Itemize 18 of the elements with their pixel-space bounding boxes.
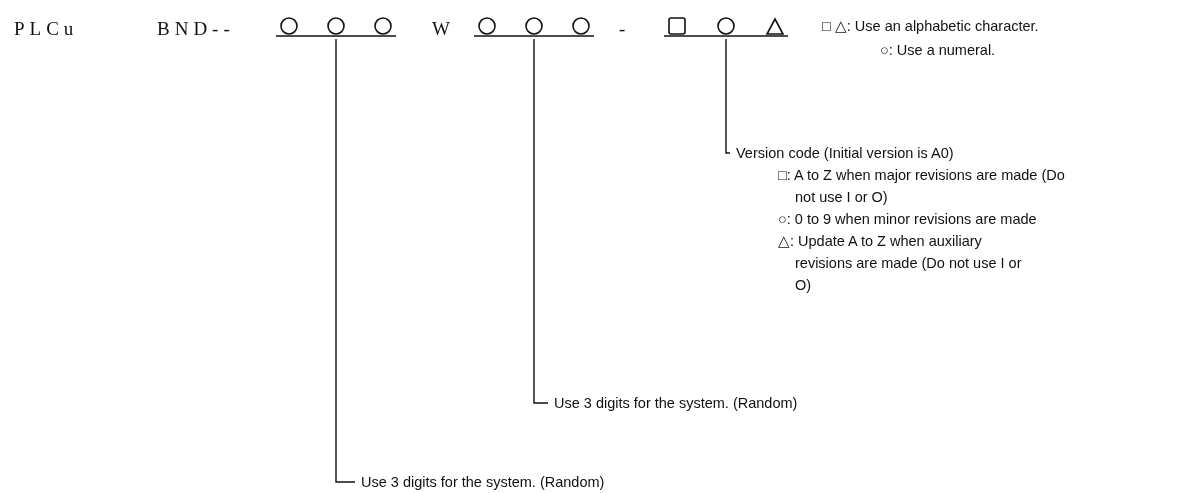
legend-note: □ △: Use an alphabetic character. bbox=[822, 18, 1039, 34]
code-text: PLCu bbox=[14, 18, 79, 40]
leader-note: Use 3 digits for the system. (Random) bbox=[554, 394, 799, 413]
note-item: ○: 0 to 9 when minor revisions are made bbox=[778, 210, 1038, 229]
legend-note: ○: Use a numeral. bbox=[880, 42, 996, 58]
leader-line bbox=[533, 38, 549, 404]
code-text: W bbox=[432, 18, 455, 40]
leader-note: Use 3 digits for the system. (Random) bbox=[361, 473, 606, 492]
leader-note: Version code (Initial version is A0) bbox=[736, 144, 955, 163]
underlined-symbol-group bbox=[664, 15, 788, 39]
code-text: BND-- bbox=[157, 18, 235, 40]
leader-line bbox=[725, 38, 731, 154]
note-item: △: Update A to Z when auxiliary revisions are made (Do not use I or O) bbox=[778, 232, 1023, 295]
underlined-symbol-group bbox=[276, 15, 396, 39]
note-item: □: A to Z when major revisions are made (Do not use I or O) bbox=[778, 166, 1066, 207]
leader-line bbox=[335, 38, 356, 483]
underlined-symbol-group bbox=[474, 15, 594, 39]
code-text: - bbox=[619, 18, 631, 40]
